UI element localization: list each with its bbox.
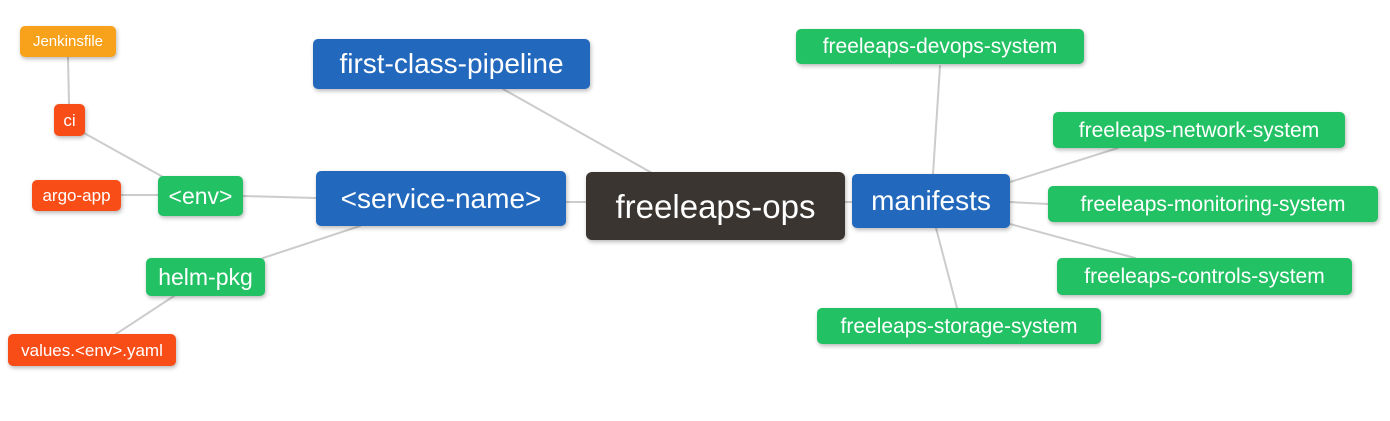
node-values-env-yaml[interactable]: values.<env>.yaml [8, 334, 176, 366]
node-freeleaps-storage-system[interactable]: freeleaps-storage-system [817, 308, 1101, 344]
edge-env--service-name [242, 195, 317, 199]
edge-manifests--freeleaps-monitoring-system [1009, 201, 1049, 205]
edge-service-name--helm-pkg [262, 225, 361, 259]
node-freeleaps-ops[interactable]: freeleaps-ops [586, 172, 845, 240]
node-service-name[interactable]: <service-name> [316, 171, 566, 226]
edge-manifests--freeleaps-controls-system [1009, 223, 1136, 259]
edge-helm-pkg--values-env-yaml [115, 295, 175, 335]
edge-jenkinsfile--ci [67, 56, 70, 105]
edge-ci--env [83, 132, 164, 178]
node-first-class-pipeline[interactable]: first-class-pipeline [313, 39, 590, 89]
node-freeleaps-devops-system[interactable]: freeleaps-devops-system [796, 29, 1084, 64]
edge-first-class-pipeline--freeleaps-ops [502, 88, 653, 174]
node-argo-app[interactable]: argo-app [32, 180, 121, 211]
node-env[interactable]: <env> [158, 176, 243, 216]
node-freeleaps-controls-system[interactable]: freeleaps-controls-system [1057, 258, 1352, 295]
node-freeleaps-network-system[interactable]: freeleaps-network-system [1053, 112, 1345, 148]
node-jenkinsfile[interactable]: Jenkinsfile [20, 26, 116, 57]
node-manifests[interactable]: manifests [852, 174, 1010, 228]
node-ci[interactable]: ci [54, 104, 85, 136]
node-freeleaps-monitoring-system[interactable]: freeleaps-monitoring-system [1048, 186, 1378, 222]
node-helm-pkg[interactable]: helm-pkg [146, 258, 265, 296]
edge-manifests--freeleaps-devops-system [932, 65, 941, 175]
edge-manifests--freeleaps-network-system [1009, 147, 1119, 183]
edge-manifests--freeleaps-storage-system [935, 227, 958, 309]
